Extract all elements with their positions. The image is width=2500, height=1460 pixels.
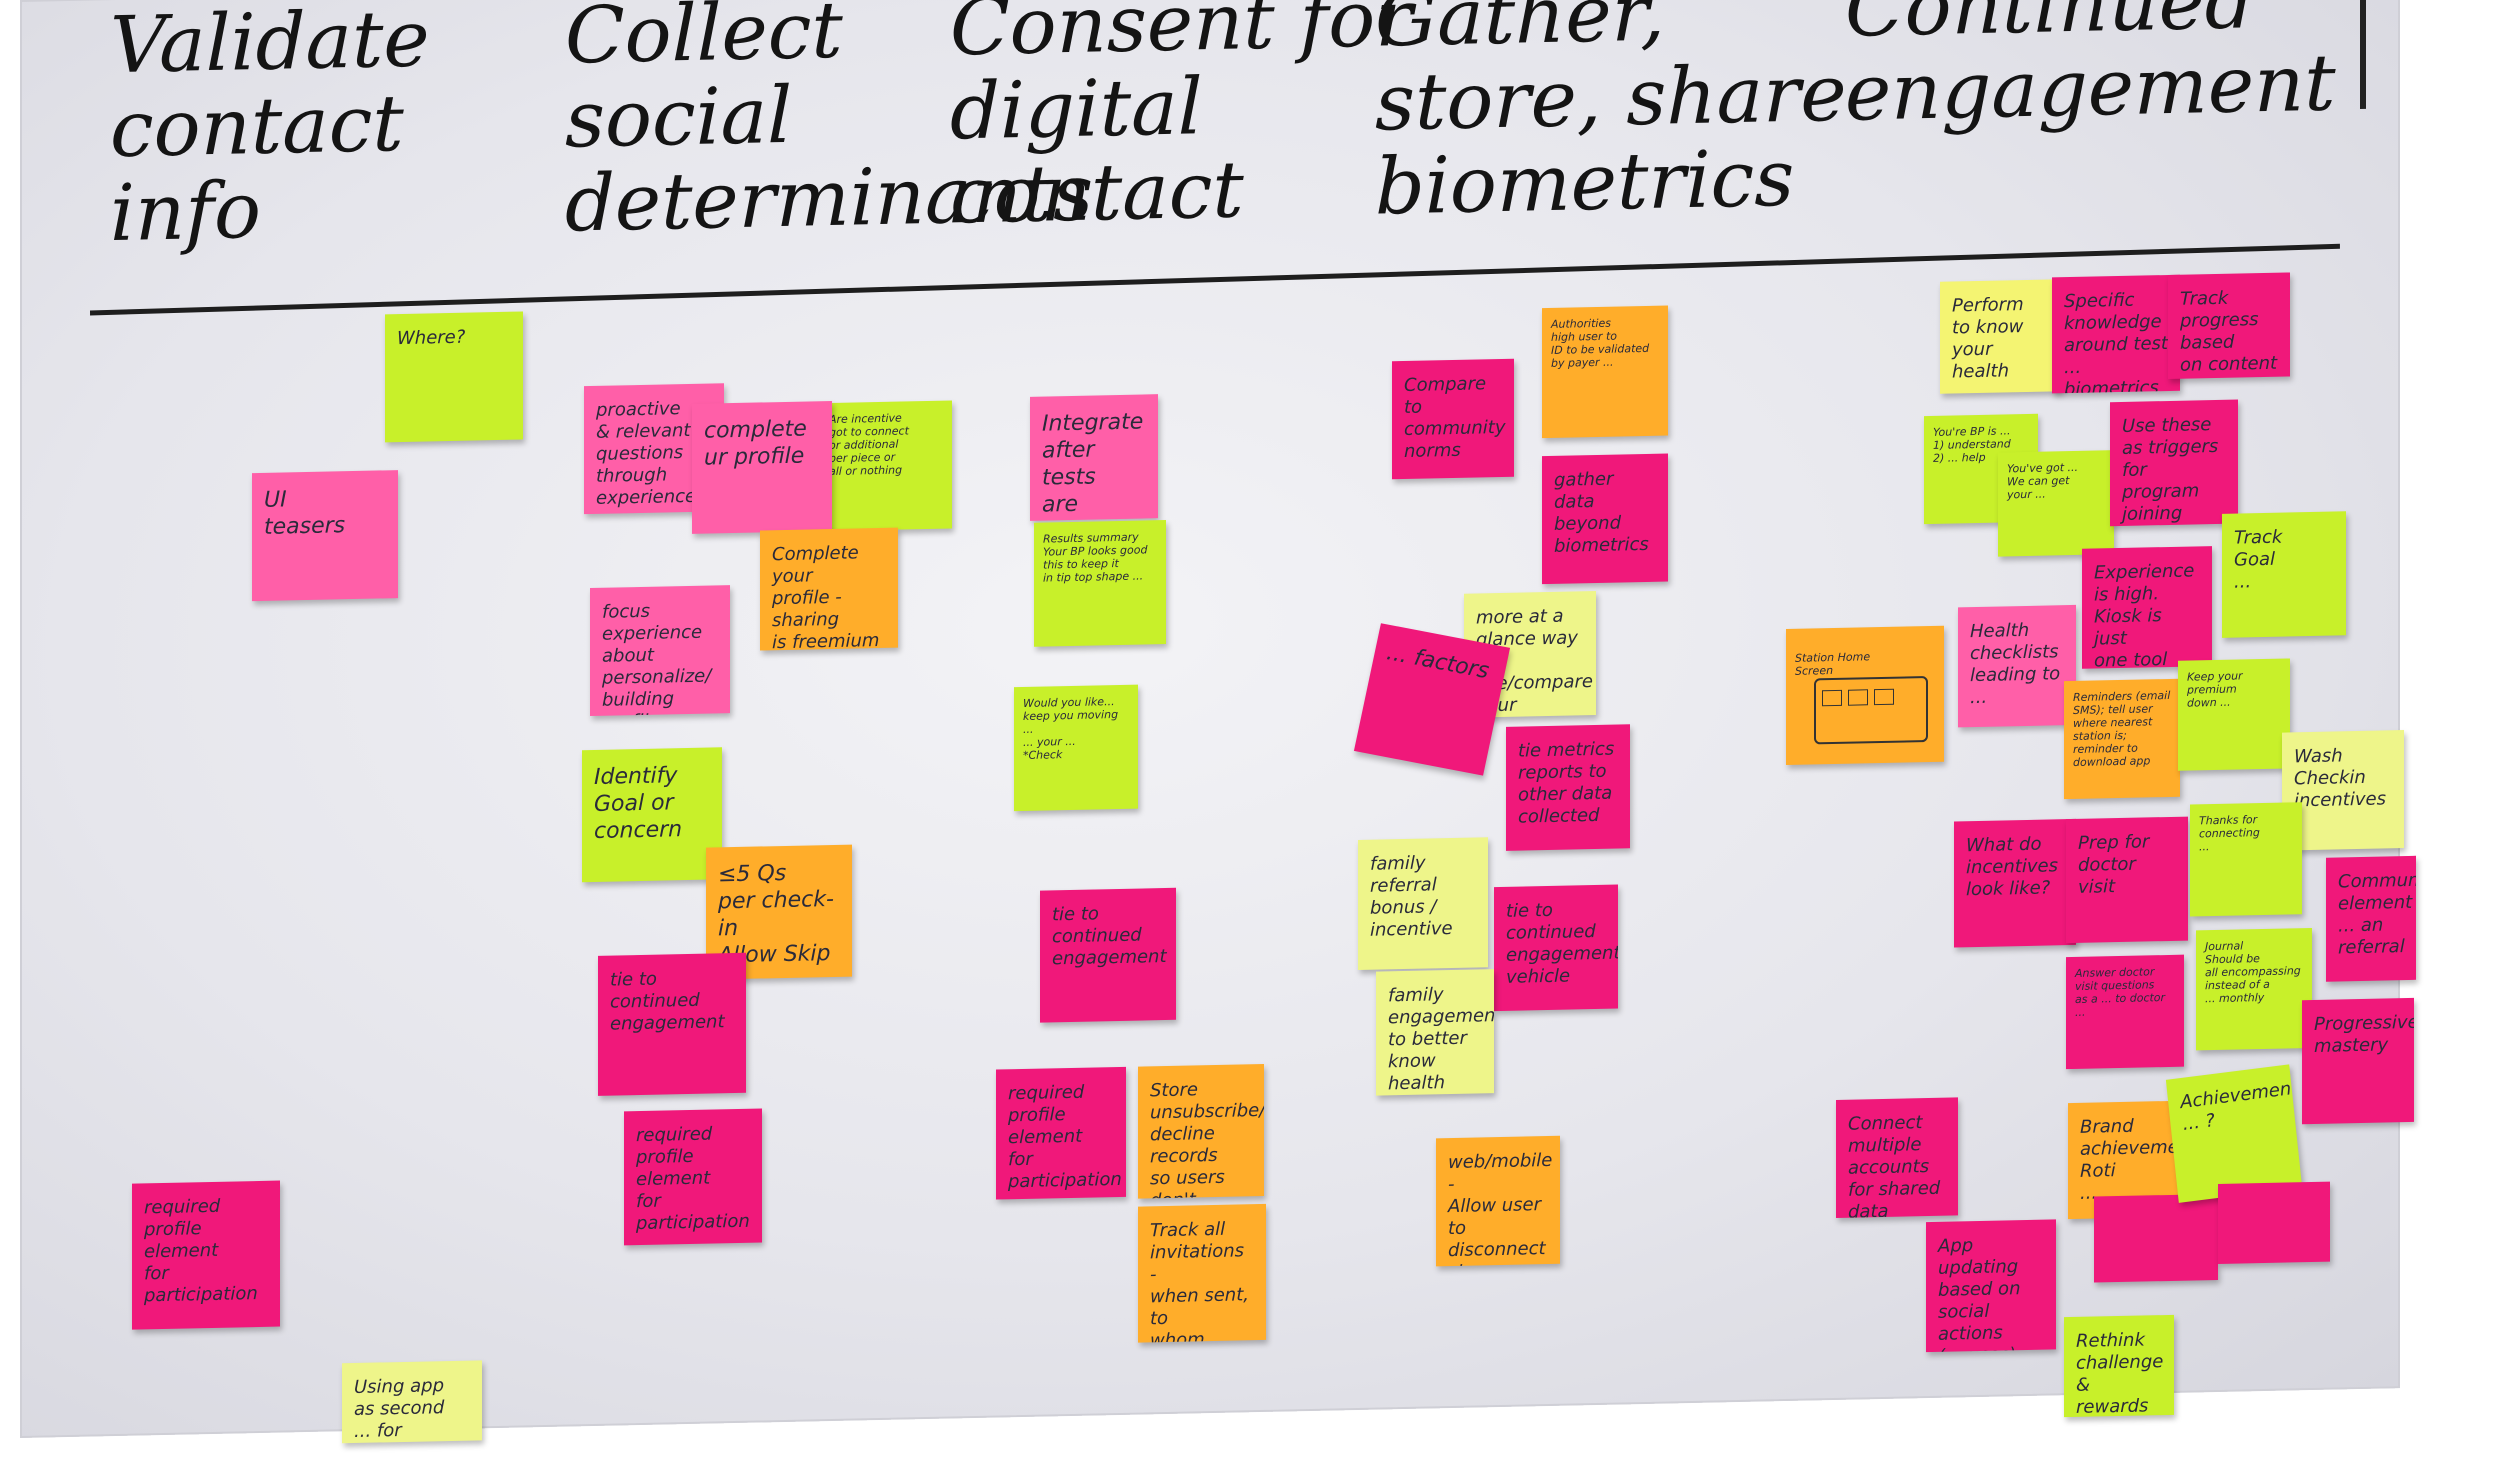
sticky-keep-premium: Keep your premium down ... <box>2178 658 2290 771</box>
sticky-answer-doctor: Answer doctor visit questions as a ... t… <box>2066 954 2184 1070</box>
sticky-health-checklists: Health checklists leading to ... <box>1958 604 2076 728</box>
sticky-tie-metrics: tie metrics reports to other data collec… <box>1506 724 1630 851</box>
sticky-identify-goal: Identify Goal or concern <box>582 747 722 883</box>
sticky-using-app: Using app as second ... for <box>342 1360 482 1444</box>
sticky-tie-continued-1: tie to continued engagement <box>598 952 746 1096</box>
sticky-reminders: Reminders (email SMS); tell user where n… <box>2064 678 2180 800</box>
sticky-would-you-like: Would you like... keep you moving ... ..… <box>1014 684 1138 812</box>
sticky-ui-teasers: UI teasers <box>252 470 398 602</box>
sticky-community-element: Community element ... an referral <box>2326 855 2416 982</box>
sticky-perform-health: Perform to know your health <box>1940 279 2062 394</box>
home-screen-sketch-icon <box>1814 676 1928 745</box>
sticky-factors: ... factors <box>1353 623 1511 776</box>
sticky-are-incentive: Are incentive got to connect or addition… <box>820 400 952 532</box>
sticky-store-unsubscribe: Store unsubscribe/ decline records so us… <box>1138 1063 1264 1199</box>
whiteboard: Validate contact info Collect social det… <box>20 0 2416 1444</box>
sticky-use-these-triggers: Use these as triggers for program joinin… <box>2110 399 2238 527</box>
sticky-specific-knowledge: Specific knowledge around test ... biome… <box>2052 274 2180 394</box>
sticky-authorities: Authorities high user to ID to be valida… <box>1542 305 1668 439</box>
sticky-track-progress: Track progress based on content informat… <box>2168 272 2290 380</box>
sticky-under-brand <box>2094 1193 2218 1283</box>
sticky-complete-profile: complete ur profile <box>692 400 832 534</box>
header-consent: Consent for digital contact <box>950 0 1413 242</box>
sticky-thanks-connecting: Thanks for connecting ... <box>2190 802 2302 917</box>
sticky-goal-small: You've got ... We can get your ... <box>1998 450 2114 557</box>
sticky-prep-doctor: Prep for doctor visit <box>2066 816 2188 944</box>
sticky-journal: Journal Should be all encompassing inste… <box>2196 927 2312 1051</box>
sticky-what-incentives: What do incentives look like? <box>1954 818 2076 948</box>
sticky-station-home-screen: Station Home Screen <box>1786 625 1944 766</box>
sticky-gather-data: gather data beyond biometrics <box>1542 453 1668 585</box>
header-gather: Gather, store, share biometrics <box>1375 0 1847 233</box>
sticky-family-referral: family referral bonus / incentive <box>1358 837 1488 970</box>
header-edge-mark <box>2360 0 2366 109</box>
sticky-freemium: Complete your profile - sharing is freem… <box>760 527 898 651</box>
station-home-label: Station Home Screen <box>1795 650 1871 678</box>
sticky-required-profile-3: required profile element for participati… <box>996 1066 1126 1200</box>
header-validate: Validate contact info <box>110 0 430 260</box>
sticky-track-invitations: Track all invitations - when sent, to wh… <box>1138 1203 1266 1343</box>
sticky-track-goal: Track Goal ... <box>2222 511 2346 638</box>
sticky-connect-multiple: Connect multiple accounts for shared dat… <box>1836 1097 1958 1218</box>
sticky-required-profile-2: required profile element for participati… <box>624 1108 762 1246</box>
sticky-under-achievements <box>2218 1181 2330 1264</box>
sticky-where: Where? <box>385 311 523 443</box>
sticky-web-mobile: web/mobile - Allow user to disconnect sh… <box>1436 1135 1560 1267</box>
sticky-tie-continued-3: tie to continued engagement vehicle <box>1494 884 1618 1012</box>
sticky-tie-continued-2: tie to continued engagement <box>1040 887 1176 1023</box>
sticky-compare-community: Compare to community norms <box>1392 358 1514 480</box>
header-continued: Continued engagement <box>1845 0 2336 139</box>
sticky-family-engagement: family engagement to better know health … <box>1376 969 1494 1096</box>
sticky-required-profile-1: required profile element for participati… <box>132 1180 280 1330</box>
sticky-focus-experience: focus experience about personalize/ buil… <box>590 585 730 717</box>
sticky-experience-high: Experience is high. Kiosk is just one to… <box>2082 546 2212 669</box>
sticky-integrate-tests: Integrate after tests are completed <box>1030 394 1158 521</box>
sticky-app-updating: App updating based on social actions (..… <box>1926 1219 2056 1353</box>
sticky-progressive-mastery: Progressive mastery <box>2302 997 2414 1125</box>
sticky-rethink-challenge: Rethink challenge & rewards to factor ..… <box>2064 1314 2174 1418</box>
sticky-results-summary: Results summary Your BP looks good this … <box>1034 519 1166 647</box>
